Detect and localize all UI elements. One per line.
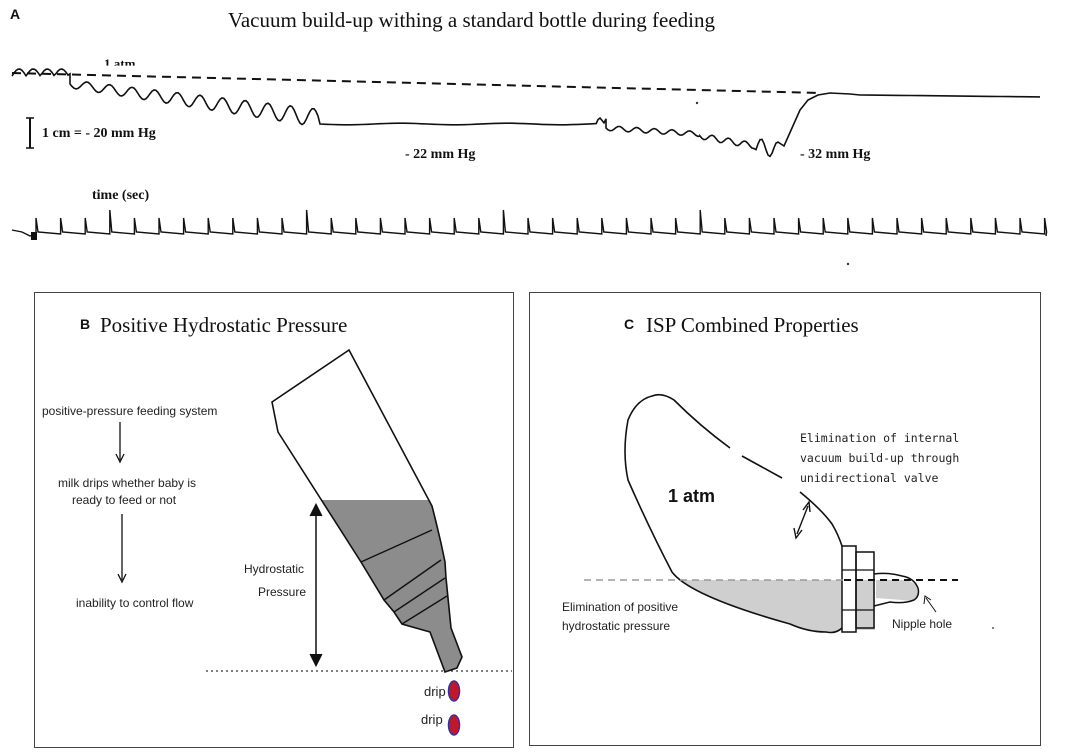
valve-note-line: unidirectional valve bbox=[800, 471, 939, 485]
flow-step-1: positive-pressure feeding system bbox=[42, 404, 218, 418]
bottle-outline bbox=[271, 348, 463, 674]
bottle-collar-line bbox=[383, 559, 442, 601]
flow-arrow-1-head bbox=[115, 453, 125, 464]
nipple-outline bbox=[873, 572, 920, 607]
valve-note-line: Elimination of internal bbox=[800, 431, 960, 445]
hydrostatic-arrow-head-top bbox=[309, 502, 323, 517]
pressure-label-32: - 32 mm Hg bbox=[800, 147, 871, 162]
flow-step-2b: ready to feed or not bbox=[72, 493, 177, 507]
bottle-pressure-label: 1 atm bbox=[668, 486, 716, 506]
drip-drop-2 bbox=[447, 714, 461, 736]
pressure-trace-figure bbox=[11, 68, 1048, 266]
drip-label-1: drip bbox=[424, 684, 446, 699]
bottle-outline-upper bbox=[799, 491, 843, 547]
nipple-hole-label: Nipple hole bbox=[892, 617, 953, 631]
speck bbox=[695, 101, 699, 105]
pressure-trace bbox=[11, 68, 1041, 158]
panel-c-box bbox=[529, 292, 1041, 746]
bottle-collar-line bbox=[393, 577, 446, 613]
panel-a-title: Vacuum build-up withing a standard bottl… bbox=[228, 8, 715, 32]
hydrostatic-label-line2: Pressure bbox=[258, 585, 307, 599]
panel-a-letter: A bbox=[10, 6, 21, 22]
time-label: time (sec) bbox=[92, 188, 150, 203]
speck bbox=[992, 627, 994, 629]
flow-arrow-2-head bbox=[117, 573, 127, 584]
hydrostatic-arrow-head-bottom bbox=[309, 653, 323, 668]
hydro-note: Elimination of positive hydrostatic pres… bbox=[562, 598, 678, 636]
flow-step-2a: milk drips whether baby is bbox=[58, 476, 197, 490]
nipple-hole-pointer bbox=[925, 597, 937, 613]
bottle-collar bbox=[855, 551, 875, 629]
panel-b-letter: B bbox=[80, 316, 91, 332]
valve-arrow-head-down bbox=[793, 527, 803, 540]
flow-step-3: inability to control flow bbox=[76, 596, 194, 610]
speck bbox=[846, 262, 850, 266]
bottle-outline bbox=[624, 393, 843, 634]
panel-b-title: Positive Hydrostatic Pressure bbox=[100, 313, 348, 337]
atm-label: 1 atm bbox=[104, 56, 136, 71]
drip-label-2: drip bbox=[421, 712, 443, 727]
hydrostatic-label-line1: Hydrostatic bbox=[244, 562, 305, 576]
valve-arrow-head-up bbox=[802, 500, 811, 513]
drip-drop-1 bbox=[447, 680, 461, 702]
bottle-outline-upper bbox=[741, 455, 783, 479]
valve-note: Elimination of internal vacuum build-up … bbox=[800, 428, 959, 488]
bottle-collar bbox=[841, 545, 857, 633]
bottle-collar-line bbox=[401, 595, 448, 625]
bottle-collar-line bbox=[360, 529, 433, 563]
panel-c-title: ISP Combined Properties bbox=[646, 313, 859, 337]
panel-c-letter: C bbox=[624, 316, 635, 332]
hydro-note-line: hydrostatic pressure bbox=[562, 619, 671, 633]
milk-fill-nipple bbox=[876, 580, 918, 601]
scale-label: 1 cm = - 20 mm Hg bbox=[42, 126, 156, 141]
valve-arrow bbox=[796, 505, 809, 535]
valve-note-line: vacuum build-up through bbox=[800, 451, 960, 465]
time-axis-start-marker bbox=[31, 232, 37, 240]
pressure-label-22: - 22 mm Hg bbox=[405, 147, 476, 162]
time-axis-ticks bbox=[11, 209, 1048, 237]
hydro-note-line: Elimination of positive bbox=[562, 600, 679, 614]
nipple-hole-pointer-head bbox=[923, 595, 932, 605]
